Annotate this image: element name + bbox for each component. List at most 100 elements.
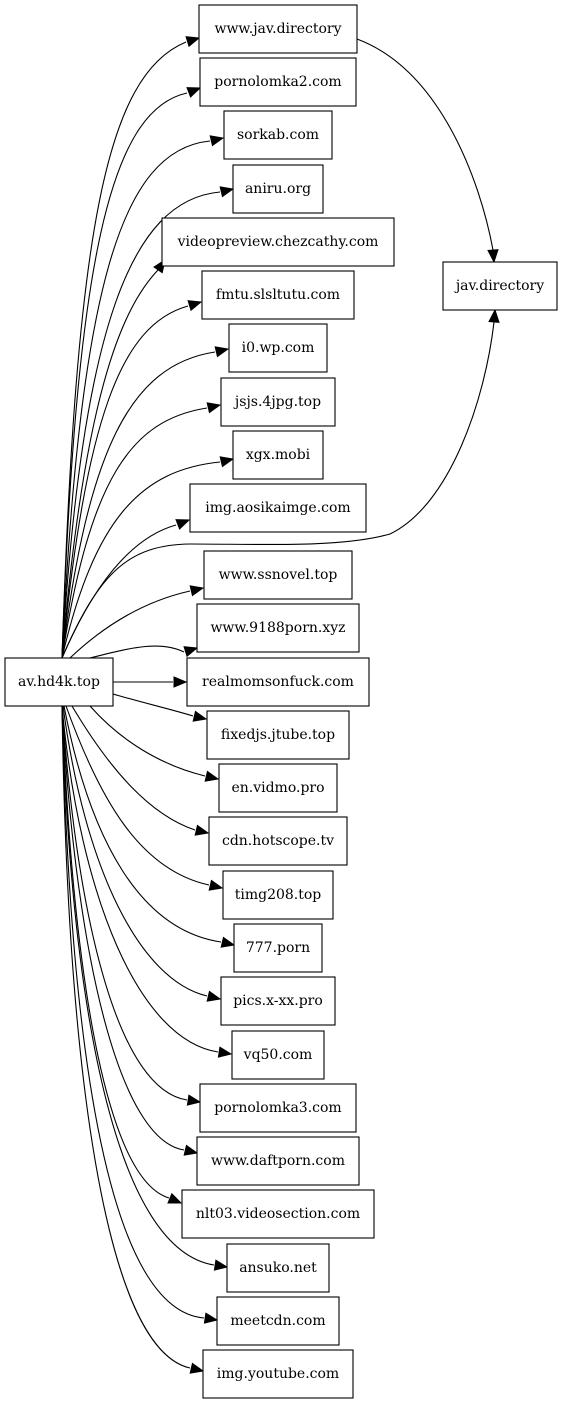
graph-node[interactable]: fmtu.slsltutu.com xyxy=(201,270,355,320)
arrowhead xyxy=(217,1046,233,1058)
graph-node[interactable]: jsjs.4jpg.top xyxy=(220,377,336,427)
graph-node[interactable]: www.jav.directory xyxy=(198,4,358,54)
edge-line xyxy=(63,705,222,943)
edge-av-to-jav xyxy=(61,308,500,659)
node-box xyxy=(181,1189,375,1239)
arrowhead xyxy=(189,585,205,597)
edge-av-to-n5 xyxy=(61,258,166,659)
node-label: jsjs.4jpg.top xyxy=(233,394,321,410)
graph-node[interactable]: img.aosikaimge.com xyxy=(189,483,367,533)
edge-line xyxy=(61,705,219,1053)
node-box xyxy=(196,603,360,653)
node-box xyxy=(233,923,323,973)
edge-av-to-n23 xyxy=(61,705,183,1204)
node-label: www.daftporn.com xyxy=(211,1153,345,1169)
edge-av-to-n6 xyxy=(61,300,203,659)
edge-line xyxy=(62,705,208,997)
arrowhead xyxy=(173,676,188,688)
graph-node[interactable]: img.youtube.com xyxy=(202,1349,354,1399)
edge-line xyxy=(69,590,191,659)
graph-node[interactable]: vq50.com xyxy=(231,1030,325,1080)
graph-node[interactable]: en.vidmo.pro xyxy=(218,763,338,813)
node-label: i0.wp.com xyxy=(242,340,315,356)
node-label: 777.porn xyxy=(246,940,310,956)
node-box xyxy=(206,710,350,760)
edge-line xyxy=(61,705,205,1319)
node-box xyxy=(4,657,114,707)
graph-node[interactable]: cdn.hotscope.tv xyxy=(208,816,348,866)
node-box xyxy=(201,270,355,320)
graph-node[interactable]: www.9188porn.xyz xyxy=(196,603,360,653)
nodes-layer: av.hd4k.top www.jav.directory pornolomka2.… xyxy=(4,4,558,1399)
node-box xyxy=(223,110,333,160)
edge-av-to-n13 xyxy=(113,676,188,688)
arrowhead xyxy=(219,186,235,198)
edge-line xyxy=(89,645,185,659)
graph-node[interactable]: i0.wp.com xyxy=(228,323,328,373)
node-label: fmtu.slsltutu.com xyxy=(216,287,340,303)
graph-node[interactable]: fixedjs.jtube.top xyxy=(206,710,350,760)
node-label: ansuko.net xyxy=(239,1260,317,1276)
node-label: img.youtube.com xyxy=(217,1366,339,1382)
edge-line xyxy=(65,705,210,886)
edge-line xyxy=(112,693,194,717)
graph-node[interactable]: av.hd4k.top xyxy=(4,657,114,707)
edge-line xyxy=(89,705,206,777)
edge-line xyxy=(61,41,187,659)
node-label: nlt03.videosection.com xyxy=(196,1206,360,1222)
node-box xyxy=(198,4,358,54)
graph-node[interactable]: ansuko.net xyxy=(226,1243,330,1293)
graph-node[interactable]: jav.directory xyxy=(442,261,558,311)
graph-node[interactable]: aniru.org xyxy=(232,164,324,214)
node-label: jav.directory xyxy=(454,278,544,294)
edge-av-to-n21 xyxy=(61,705,202,1106)
node-label: cdn.hotscope.tv xyxy=(222,833,334,849)
graph-node[interactable]: videopreview.chezcathy.com xyxy=(161,217,395,267)
edge-av-to-n16 xyxy=(71,705,210,836)
graph-node[interactable]: realmomsonfuck.com xyxy=(186,657,370,707)
arrowhead xyxy=(487,249,499,264)
node-box xyxy=(186,657,370,707)
arrowhead xyxy=(220,936,236,948)
edge-av-to-n19 xyxy=(62,705,222,1002)
arrowhead xyxy=(194,824,210,836)
node-label: img.aosikaimge.com xyxy=(205,500,350,516)
graph-node[interactable]: timg208.top xyxy=(222,870,334,920)
node-label: pornolomka2.com xyxy=(214,74,341,90)
node-label: fixedjs.jtube.top xyxy=(221,727,335,743)
graph-node[interactable]: pornolomka3.com xyxy=(199,1083,357,1133)
node-label: pornolomka3.com xyxy=(214,1100,341,1116)
node-label: meetcdn.com xyxy=(230,1313,325,1329)
edge-n1-to-jav xyxy=(356,38,499,264)
node-label: en.vidmo.pro xyxy=(231,780,324,796)
graph-node[interactable]: www.ssnovel.top xyxy=(203,550,353,600)
node-box xyxy=(189,483,367,533)
graph-node[interactable]: nlt03.videosection.com xyxy=(181,1189,375,1239)
node-box xyxy=(202,1349,354,1399)
edge-av-to-n26 xyxy=(61,705,205,1374)
node-box xyxy=(232,164,324,214)
arrowhead xyxy=(214,346,230,358)
edge-line xyxy=(61,191,221,659)
edge-av-to-n14 xyxy=(112,693,208,722)
edge-line xyxy=(61,461,221,659)
arrowhead xyxy=(203,1312,219,1324)
graph-node[interactable]: sorkab.com xyxy=(223,110,333,160)
node-label: sorkab.com xyxy=(237,127,319,143)
graph-node[interactable]: meetcdn.com xyxy=(216,1296,340,1346)
graph-node[interactable]: xgx.mobi xyxy=(232,430,324,480)
node-box xyxy=(442,261,558,311)
edge-line xyxy=(61,351,216,659)
edge-line xyxy=(61,407,208,659)
edge-line xyxy=(61,705,191,1369)
graph-node[interactable]: www.daftporn.com xyxy=(196,1136,360,1186)
graph-node[interactable]: pics.x-xx.pro xyxy=(220,976,336,1026)
edge-line xyxy=(61,705,188,1101)
edge-line xyxy=(71,705,196,831)
arrowhead xyxy=(187,300,203,312)
node-box xyxy=(196,1136,360,1186)
graph-node[interactable]: 777.porn xyxy=(233,923,323,973)
graph-node[interactable]: pornolomka2.com xyxy=(199,57,357,107)
node-label: www.jav.directory xyxy=(214,21,341,37)
arrowhead xyxy=(213,1259,229,1271)
